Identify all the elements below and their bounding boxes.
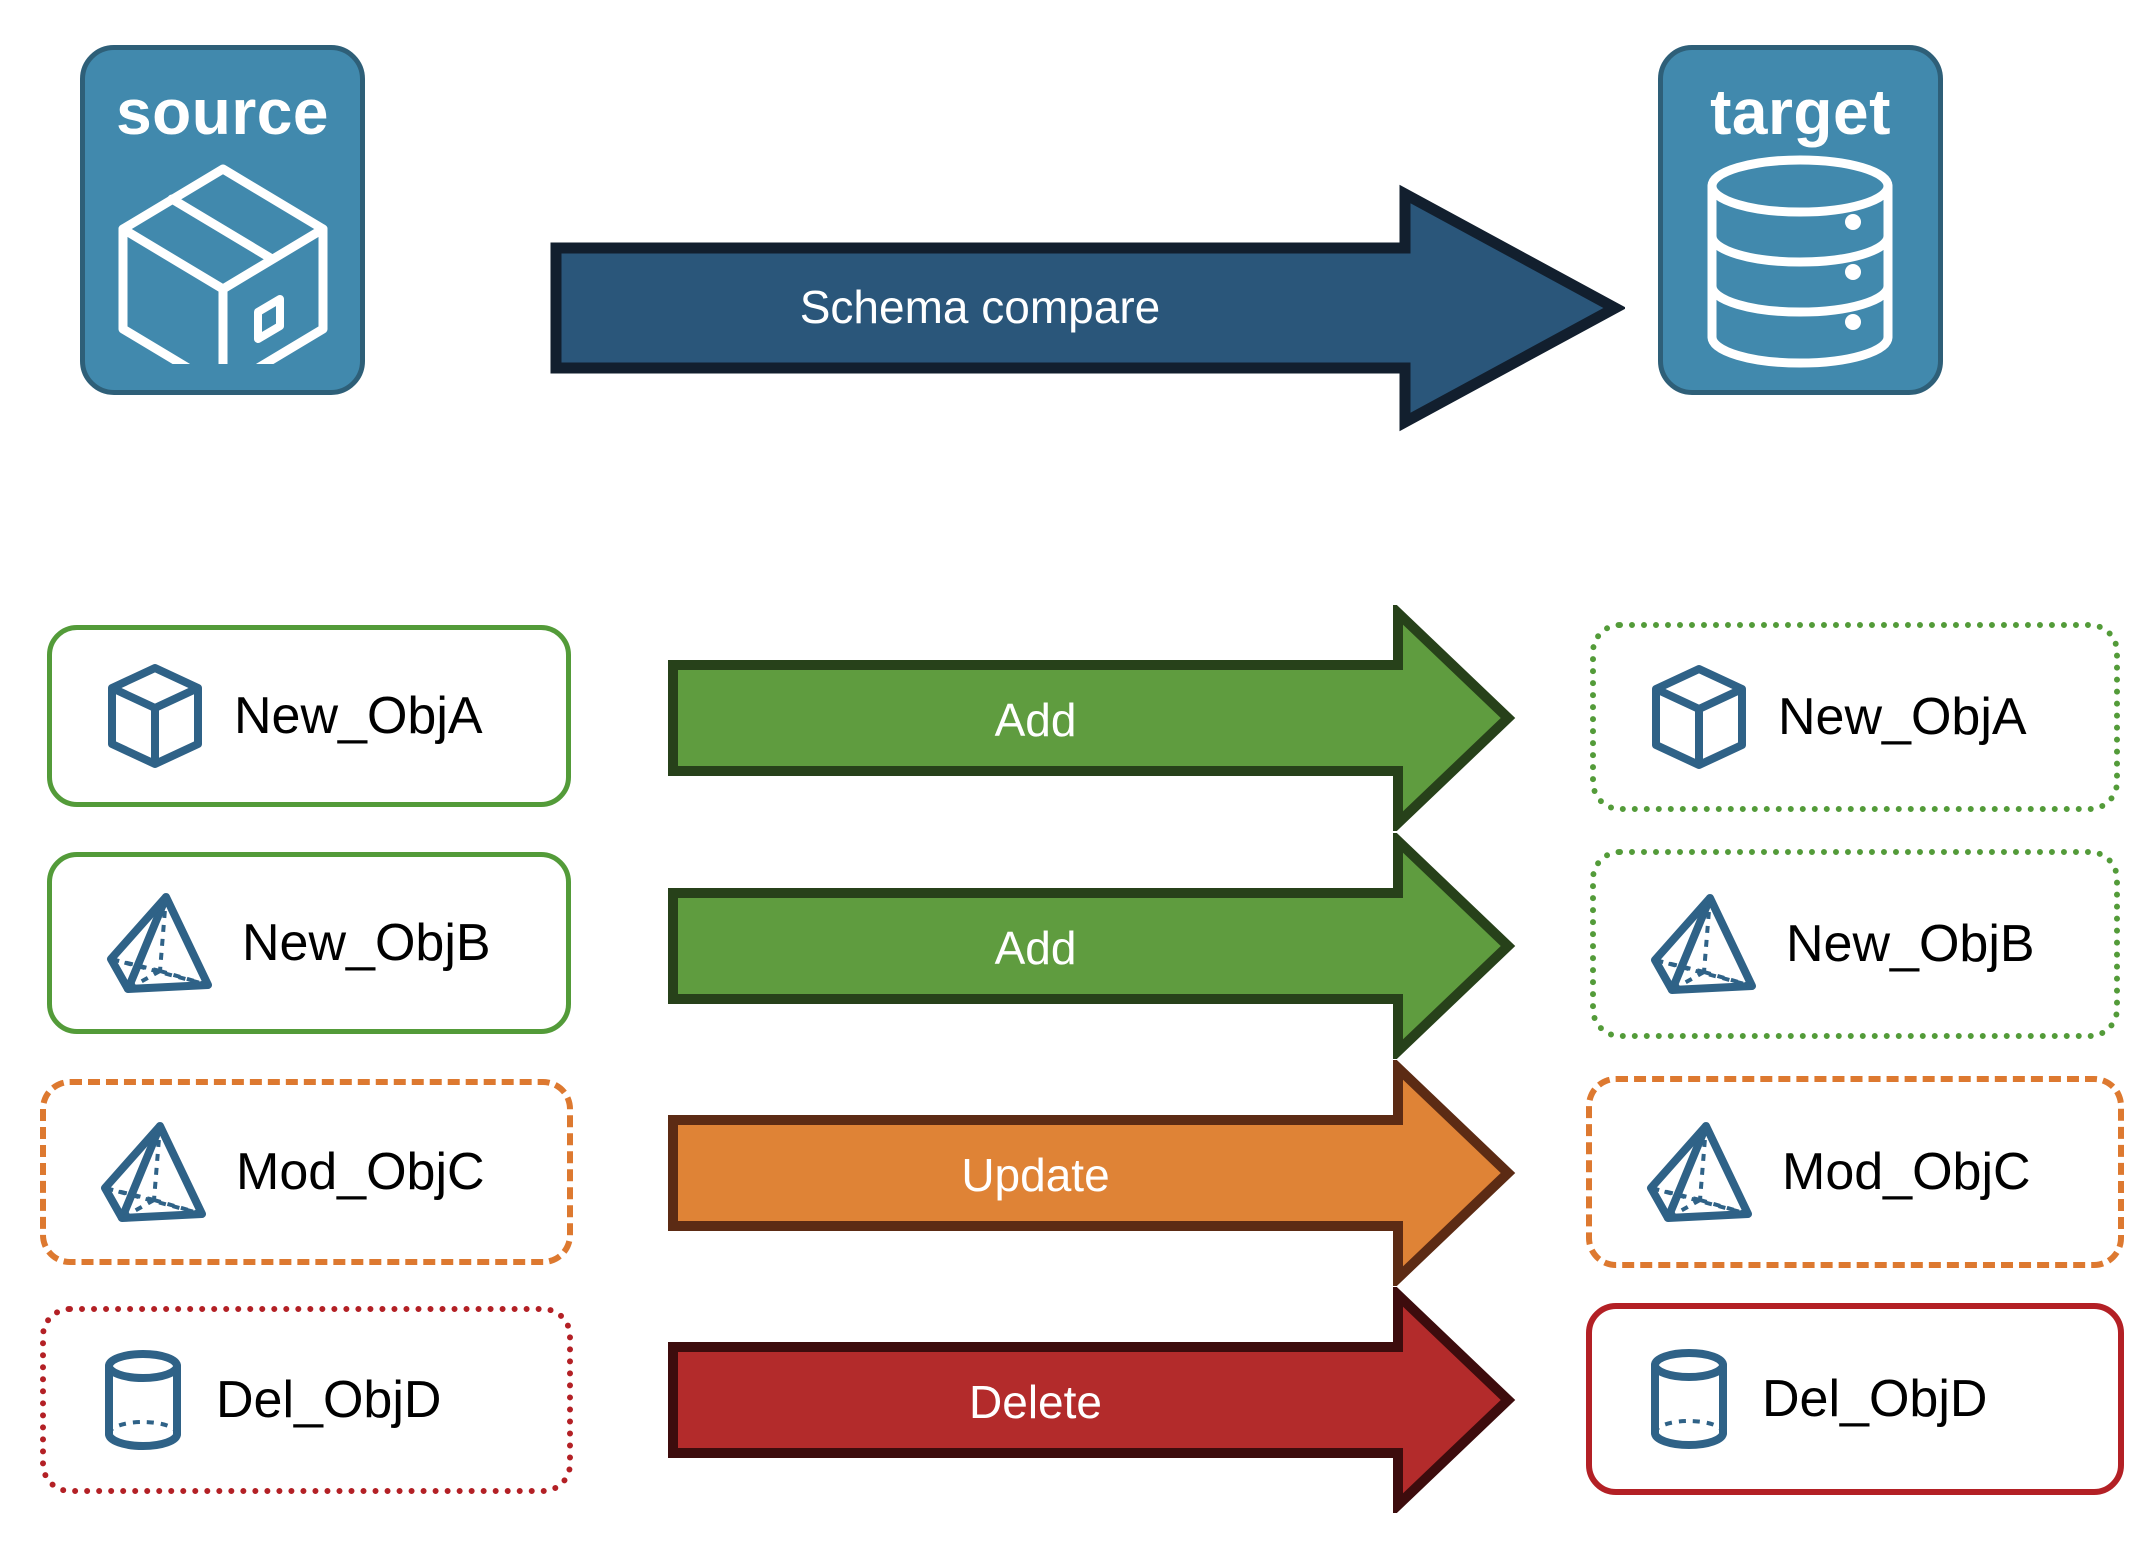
source-title: source [116,76,329,148]
wireframe-pyramid-icon [1644,1118,1754,1226]
schema-compare-arrow[interactable]: Schema compare [550,180,1627,440]
source-object-box-2[interactable]: Mod_ObjC [40,1079,573,1265]
source-object-box-1[interactable]: New_ObjB [47,852,571,1034]
wireframe-cylinder-icon [98,1346,188,1454]
wireframe-pyramid-icon [104,889,214,997]
target-object-label-3: Del_ObjD [1762,1370,1988,1428]
action-arrow-update-2[interactable]: Update [668,1056,1516,1290]
target-object-box-2[interactable]: Mod_ObjC [1586,1076,2124,1268]
wireframe-pyramid-icon [98,1118,208,1226]
target-object-label-2: Mod_ObjC [1782,1143,2031,1201]
database-cylinder-icon [1693,154,1908,374]
source-object-label-1: New_ObjB [242,914,491,972]
target-object-box-1[interactable]: New_ObjB [1590,849,2120,1039]
target-object-box-0[interactable]: New_ObjA [1590,622,2120,812]
source-object-box-0[interactable]: New_ObjA [47,625,571,807]
target-title: target [1710,76,1891,148]
action-arrow-add-1[interactable]: Add [668,829,1516,1063]
wireframe-cube-icon [1648,663,1750,771]
target-object-label-1: New_ObjB [1786,915,2035,973]
wireframe-pyramid-icon [1648,890,1758,998]
wireframe-cylinder-icon [1644,1345,1734,1453]
source-object-label-2: Mod_ObjC [236,1143,485,1201]
source-endpoint-card[interactable]: source [80,45,365,395]
action-arrow-delete-3[interactable]: Delete [668,1283,1516,1517]
target-object-label-0: New_ObjA [1778,688,2027,746]
target-endpoint-card[interactable]: target [1658,45,1943,395]
source-object-label-0: New_ObjA [234,687,483,745]
source-object-label-3: Del_ObjD [216,1371,442,1429]
action-arrow-add-0[interactable]: Add [668,601,1516,835]
target-object-box-3[interactable]: Del_ObjD [1586,1303,2124,1495]
wireframe-cube-icon [104,662,206,770]
source-object-box-3[interactable]: Del_ObjD [40,1306,573,1494]
package-box-icon [108,154,338,394]
